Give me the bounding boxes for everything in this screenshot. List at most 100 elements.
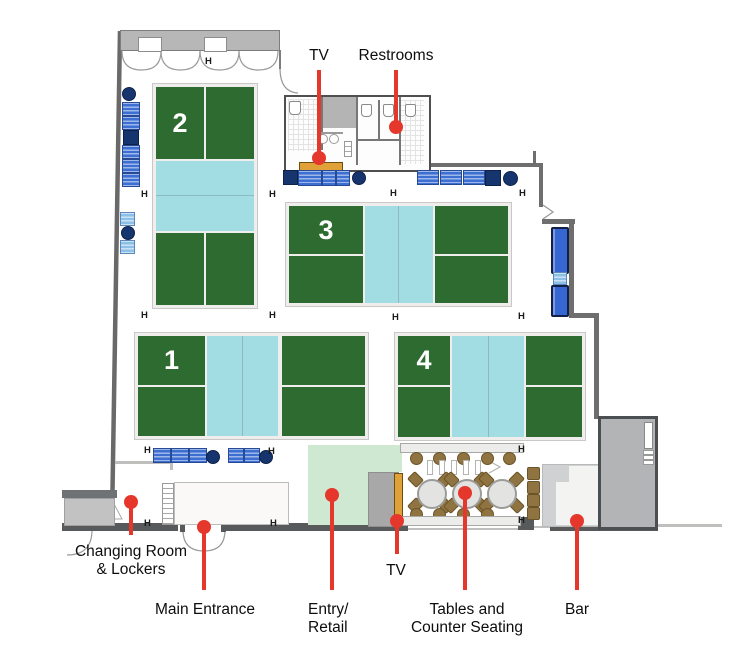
h-marker: H bbox=[141, 189, 148, 200]
mop-rack bbox=[344, 141, 352, 157]
h-marker: H bbox=[144, 445, 151, 456]
callout-label-entry-retail: Entry/ Retail bbox=[308, 601, 349, 636]
callout-dot-main-entrance bbox=[197, 520, 211, 534]
chair bbox=[527, 494, 540, 507]
right-wall bbox=[542, 219, 575, 224]
bench bbox=[122, 116, 140, 130]
callout-line-tv-bottom bbox=[395, 524, 399, 554]
bench bbox=[189, 448, 207, 463]
callout-dot-changing-room bbox=[124, 495, 138, 509]
stacked-chair-mark bbox=[488, 460, 502, 474]
bench bbox=[283, 170, 298, 185]
h-marker: H bbox=[205, 56, 212, 67]
stacked-chair bbox=[463, 460, 469, 475]
bench bbox=[153, 448, 171, 463]
bench bbox=[551, 285, 569, 317]
court-3: 3 bbox=[285, 202, 512, 307]
sink-icon bbox=[329, 134, 339, 144]
right-wall bbox=[569, 313, 599, 318]
h-marker: H bbox=[141, 310, 148, 321]
callout-dot-tables bbox=[458, 486, 472, 500]
entrance-vestibule bbox=[174, 482, 289, 525]
bench bbox=[463, 170, 485, 185]
chair bbox=[527, 467, 540, 480]
bottom-wall-thin bbox=[534, 526, 550, 528]
h-marker: H bbox=[390, 188, 397, 199]
dining-table bbox=[417, 479, 447, 509]
corridor-door-arc bbox=[279, 67, 299, 94]
bottom-wall-thin bbox=[658, 524, 722, 527]
changing-room bbox=[64, 498, 115, 526]
bench bbox=[120, 212, 135, 226]
callout-label-main-entrance: Main Entrance bbox=[155, 601, 255, 618]
right-wall bbox=[569, 222, 574, 317]
bench-ball bbox=[122, 87, 136, 101]
bench bbox=[551, 227, 569, 274]
h-marker: H bbox=[144, 518, 151, 529]
restroom-wall bbox=[356, 97, 358, 165]
top-door-arcs bbox=[121, 50, 279, 71]
exterior-door-arc bbox=[66, 529, 93, 556]
bench bbox=[122, 145, 140, 159]
h-marker: H bbox=[268, 446, 275, 457]
wall-tick bbox=[533, 151, 536, 164]
bench-ball bbox=[352, 171, 366, 185]
callout-label-changing-room: Changing Room & Lockers bbox=[74, 543, 187, 578]
entry-retail-area bbox=[308, 472, 369, 525]
callout-line-bar bbox=[575, 524, 579, 590]
entry-retail-area bbox=[308, 445, 402, 472]
bench-ball bbox=[259, 450, 273, 464]
callout-dot-tv-bottom bbox=[390, 514, 404, 528]
interior-wall bbox=[115, 461, 173, 464]
bar-counter bbox=[569, 466, 602, 483]
restrooms-room bbox=[284, 95, 431, 172]
court-4-number: 4 bbox=[416, 345, 432, 375]
dining-table bbox=[487, 479, 517, 509]
bench-ball bbox=[121, 226, 135, 240]
bench bbox=[244, 448, 260, 463]
h-marker: H bbox=[518, 311, 525, 322]
chair bbox=[527, 507, 540, 520]
callout-label-tv-top: TV bbox=[309, 47, 329, 64]
restroom-wall bbox=[321, 97, 323, 150]
callout-dot-tv-top bbox=[312, 151, 326, 165]
stool bbox=[503, 452, 516, 465]
restroom-wall bbox=[357, 139, 400, 141]
h-marker: H bbox=[519, 188, 526, 199]
bench bbox=[122, 173, 140, 187]
bench bbox=[120, 240, 135, 254]
h-marker: H bbox=[269, 310, 276, 321]
court-4: 4 bbox=[394, 332, 586, 441]
stacked-chair bbox=[427, 460, 433, 475]
stool bbox=[410, 452, 423, 465]
bench bbox=[122, 159, 140, 173]
corridor-wall bbox=[427, 163, 543, 167]
stool bbox=[481, 452, 494, 465]
top-wall-notch bbox=[204, 37, 227, 52]
toilet-icon bbox=[405, 104, 416, 117]
callout-dot-restrooms bbox=[389, 120, 403, 134]
right-wall bbox=[594, 313, 599, 419]
court-1: 1 bbox=[134, 332, 369, 440]
bench bbox=[440, 170, 462, 185]
callout-line-tables bbox=[463, 496, 467, 590]
court-2-number: 2 bbox=[172, 107, 188, 138]
entrance-door-arcs bbox=[182, 529, 226, 552]
callout-dot-bar bbox=[570, 514, 584, 528]
sink-counter bbox=[317, 132, 343, 134]
h-marker: H bbox=[270, 518, 277, 529]
storage-shelf bbox=[643, 460, 654, 465]
changing-room-wall bbox=[62, 490, 117, 498]
court-1-number: 1 bbox=[163, 345, 180, 375]
side-door-zigzag bbox=[542, 204, 555, 220]
court-2: 2 bbox=[152, 83, 258, 309]
toilet-icon bbox=[361, 104, 372, 117]
bench-ball bbox=[206, 450, 220, 464]
callout-line-changing-room bbox=[129, 505, 133, 535]
h-marker: H bbox=[392, 312, 399, 323]
right-wall bbox=[539, 167, 543, 207]
h-marker: H bbox=[269, 189, 276, 200]
chair bbox=[527, 481, 540, 494]
callout-line-entry-retail bbox=[330, 498, 334, 590]
